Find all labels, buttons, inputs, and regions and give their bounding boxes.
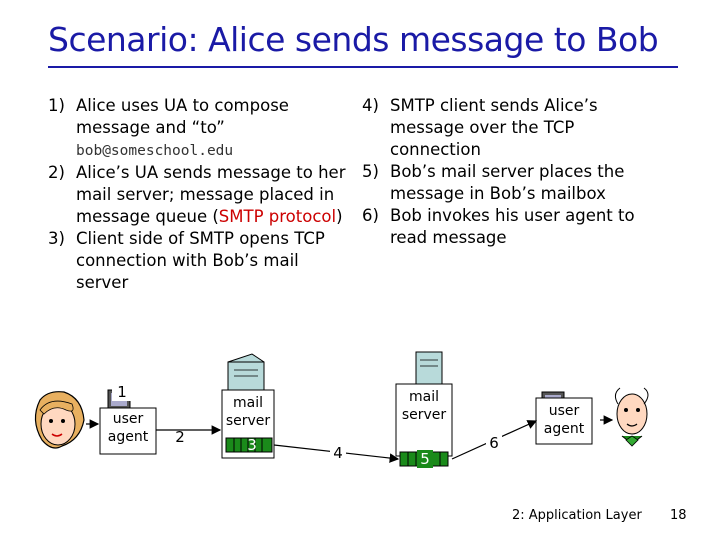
- bob-computer-icon: [535, 391, 593, 445]
- step-text: SMTP client sends Alice’s message over t…: [390, 96, 598, 159]
- step-marker-5: 5: [417, 450, 433, 468]
- paren-open: (: [212, 207, 219, 226]
- step-text: Alice’s UA sends message to her mail ser…: [76, 163, 346, 226]
- bob-icon: [614, 387, 649, 447]
- step-5: 5) Bob’s mail server places the message …: [362, 161, 662, 205]
- footer-chapter: 2: Application Layer: [512, 508, 642, 523]
- bob-ua-label: user agent: [543, 403, 585, 437]
- step-1: 1) Alice uses UA to compose message and …: [48, 95, 348, 162]
- step-marker-3: 3: [247, 436, 257, 454]
- step-number: 1): [48, 96, 65, 115]
- step-3: 3) Client side of SMTP opens TCP connect…: [48, 228, 348, 294]
- left-step-list: 1) Alice uses UA to compose message and …: [48, 95, 348, 294]
- right-step-list: 4) SMTP client sends Alice’s message ove…: [362, 95, 662, 249]
- bob-server-label: mail server: [401, 389, 447, 423]
- alice-ua-label: user agent: [107, 411, 149, 445]
- alice-icon: [34, 391, 85, 449]
- footer-page-number: 18: [670, 508, 687, 523]
- step-text: Alice uses UA to compose message and “to…: [76, 96, 289, 137]
- step-text: Client side of SMTP opens TCP connection…: [76, 229, 325, 292]
- alice-message-queue: [225, 437, 273, 453]
- step-marker-2: 2: [175, 428, 185, 446]
- slide-title: Scenario: Alice sends message to Bob: [48, 20, 659, 59]
- alice-server-label: mail server: [225, 395, 271, 429]
- step-number: 5): [362, 162, 379, 181]
- step-number: 2): [48, 163, 65, 182]
- email-address: bob@someschool.edu: [76, 143, 234, 159]
- title-underline: [48, 66, 678, 68]
- step-text: Bob’s mail server places the message in …: [390, 162, 625, 203]
- step-marker-6: 6: [486, 434, 502, 452]
- step-number: 3): [48, 229, 65, 248]
- protocol-name: SMTP protocol: [218, 207, 337, 226]
- step-2: 2) Alice’s UA sends message to her mail …: [48, 162, 348, 228]
- step-4: 4) SMTP client sends Alice’s message ove…: [362, 95, 662, 161]
- bob-server-icon: [395, 351, 453, 457]
- step-6: 6) Bob invokes his user agent to read me…: [362, 205, 662, 249]
- step-number: 6): [362, 206, 379, 225]
- step-number: 4): [362, 96, 379, 115]
- step-text: Bob invokes his user agent to read messa…: [390, 206, 635, 247]
- paren-close: ): [336, 207, 343, 226]
- step-marker-4: 4: [330, 444, 346, 462]
- step-marker-1: 1: [112, 383, 132, 401]
